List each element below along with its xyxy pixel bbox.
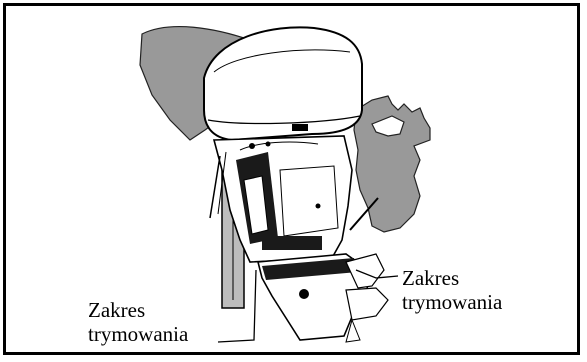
trim-range-label-right: Zakres trymowania bbox=[402, 266, 502, 314]
label-left-line1: Zakres bbox=[88, 298, 188, 322]
label-right-line1: Zakres bbox=[402, 266, 502, 290]
label-left-line2: trymowania bbox=[88, 322, 188, 346]
label-right-line2: trymowania bbox=[402, 290, 502, 314]
trim-range-label-left: Zakres trymowania bbox=[88, 298, 188, 346]
